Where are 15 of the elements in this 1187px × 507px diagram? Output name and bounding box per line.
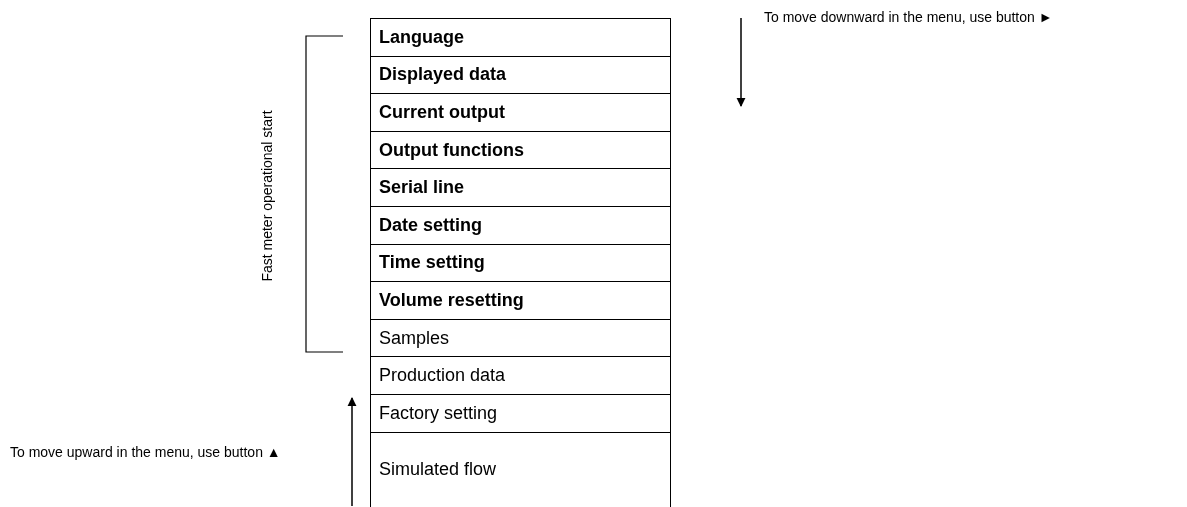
menu-item: Volume resetting	[370, 281, 671, 320]
menu-item: Production data	[370, 356, 671, 395]
menu-item: Serial line	[370, 168, 671, 207]
menu-item: Time setting	[370, 243, 671, 283]
menu-item: Displayed data	[370, 55, 671, 95]
bracket-label: Fast meter operational start	[258, 110, 275, 282]
menu-item: Samples	[370, 318, 671, 358]
menu-item: Factory setting	[370, 394, 671, 433]
instruction-note: To move downward in the menu, use button ►	[764, 10, 1054, 25]
menu-item: Date setting	[370, 206, 671, 245]
menu-item: Current output	[370, 93, 671, 132]
menu-item: Output functions	[370, 130, 671, 170]
menu-item: Language	[370, 18, 671, 57]
menu-item: Simulated flow	[370, 431, 671, 507]
instruction-note: To move upward in the menu, use button ▲	[10, 445, 282, 460]
